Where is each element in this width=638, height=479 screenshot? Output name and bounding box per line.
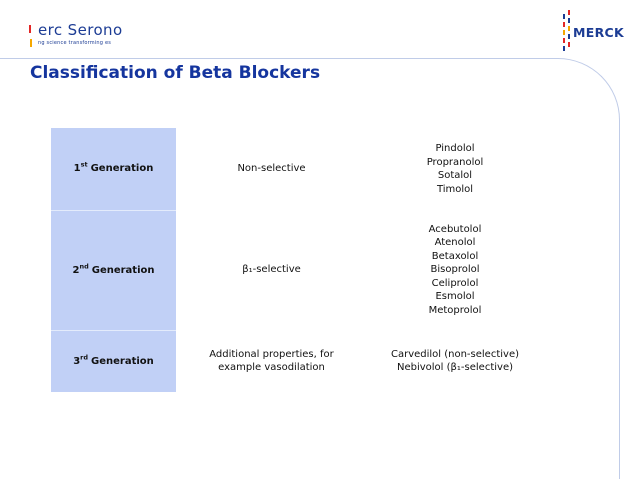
page-title: Classification of Beta Blockers [30, 63, 321, 83]
ordinal-superscript: rd [80, 353, 89, 362]
drug-name: Celiprolol [431, 277, 479, 289]
selectivity-cell-3: Additional properties, for example vasodi… [176, 330, 367, 392]
selectivity-cell-2: β₁-selective [176, 210, 367, 330]
logo-dash-icon [568, 26, 570, 31]
drug-name: Esmolol [435, 291, 475, 303]
drug-name: Metoprolol [428, 304, 482, 316]
drug-name: Betaxolol [431, 250, 479, 262]
ordinal-superscript: nd [79, 262, 89, 271]
drug-name: Nebivolol (β₁-selective) [396, 362, 513, 373]
merck-serono-logo: erc Serono ng science transforming es [28, 20, 148, 52]
drug-name: Propranolol [426, 156, 484, 168]
drug-name: Carvedilol (non-selective) [390, 348, 520, 360]
selectivity-line: β₁-selective [242, 264, 301, 276]
logo-dash-icon [563, 22, 565, 27]
logo-dash-icon [568, 34, 570, 39]
drug-name: Bisoprolol [430, 264, 480, 276]
selectivity-line: Additional properties, for [209, 348, 334, 360]
selectivity-line: Non-selective [237, 163, 306, 175]
logo-dash-icon [568, 18, 570, 23]
ordinal-superscript: st [80, 160, 88, 169]
logo-orange-bar-icon [30, 39, 32, 47]
logo-dash-icon [563, 46, 565, 51]
merck-logo-text: MERCK [573, 25, 624, 40]
merck-serono-logo-text: erc Serono [38, 21, 123, 39]
logo-dash-icon [563, 30, 565, 35]
merck-serono-tagline: ng science transforming es [38, 40, 112, 46]
merck-dash-pattern-icon [563, 10, 572, 56]
logo-dash-icon [568, 42, 570, 47]
selectivity-line: example vasodilation [218, 362, 325, 373]
logo-red-bar-icon [29, 25, 31, 33]
drug-name: Atenolol [434, 237, 476, 249]
logo-dash-icon [568, 10, 570, 15]
logo-dash-icon [563, 14, 565, 19]
selectivity-cell-1: Non-selective [176, 128, 367, 210]
drug-name: Timolol [436, 183, 474, 195]
page-border-curve [0, 58, 620, 479]
merck-logo: MERCK [563, 8, 627, 58]
drug-name: Acebutolol [428, 223, 482, 235]
logo-dash-icon [563, 38, 565, 43]
drug-name: Pindolol [435, 143, 475, 154]
drug-name: Sotalol [437, 170, 473, 181]
drug-list-cell-3: Carvedilol (non-selective) Nebivolol (β₁-… [367, 330, 543, 392]
